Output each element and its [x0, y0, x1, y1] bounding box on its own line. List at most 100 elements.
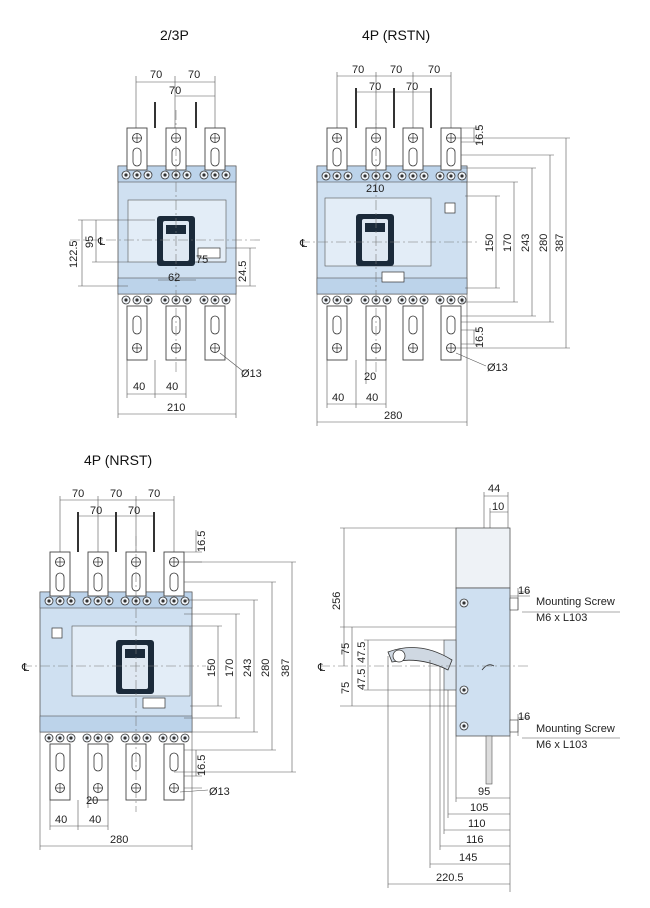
rotation-arrow [481, 664, 495, 671]
handle-logo [365, 223, 385, 232]
indicator-window [381, 271, 405, 283]
hole-label: Ø13 [241, 368, 262, 380]
hole-leader [219, 352, 245, 373]
centerline-symbol: ℄ [21, 662, 29, 674]
dim-label: 280 [110, 834, 128, 846]
dim-label: 20 [364, 371, 376, 383]
view-side: 44 10 ℄ 256 75 47.5 75 4 [317, 483, 620, 892]
dim-label: 243 [242, 659, 254, 677]
dim-label: 70 [188, 69, 200, 81]
hole-label: Ø13 [487, 362, 508, 374]
dim-label: 70 [369, 81, 381, 93]
centerline-symbol: ℄ [97, 236, 105, 248]
dim-label: 16.5 [474, 327, 486, 348]
dim-label: 256 [331, 592, 343, 610]
mounting-screw-bottom [509, 719, 519, 733]
view-title: 4P (NRST) [84, 452, 152, 468]
dim-label: 145 [459, 852, 477, 864]
dim-label: 243 [520, 234, 532, 252]
indicator-window [142, 697, 166, 709]
dim-label: 75 [196, 254, 208, 266]
view-4p-nrst: 4P (NRST) 70 70 70 70 70 [21, 452, 296, 850]
indicator-window [197, 247, 221, 259]
bottom-terminals [44, 733, 190, 801]
dim-label: 16.5 [196, 531, 208, 552]
dim-label: 16 [518, 711, 530, 723]
dim-label: 70 [406, 81, 418, 93]
dim-label: 40 [332, 392, 344, 404]
hole-label: Ø13 [209, 786, 230, 798]
dim-label: 387 [280, 659, 292, 677]
dim-label: 16.5 [196, 755, 208, 776]
dim-label: 75 [340, 682, 352, 694]
dim-label: 70 [72, 488, 84, 500]
dim-label: 16 [518, 585, 530, 597]
dim-label: 16.5 [474, 125, 486, 146]
top-terminals [44, 551, 190, 606]
dim-label: 40 [366, 392, 378, 404]
top-terminal-cover [455, 527, 511, 589]
dim-label: 10 [492, 501, 504, 513]
screw-label: Mounting Screw [536, 596, 615, 608]
dimension-lines [174, 530, 296, 789]
dim-label: 70 [169, 85, 181, 97]
screw-size: M6 x L103 [536, 612, 587, 624]
dim-label: 220.5 [436, 872, 464, 884]
dim-label: 387 [554, 234, 566, 252]
accessory-mark [51, 627, 63, 639]
screw-size: M6 x L103 [536, 739, 587, 751]
centerline-symbol: ℄ [299, 238, 307, 250]
handle-logo [125, 649, 145, 658]
dim-label: 40 [133, 381, 145, 393]
view-2-3p: 2/3P 70 70 70 [68, 27, 262, 418]
dim-label: 70 [110, 488, 122, 500]
dim-label: 150 [206, 659, 218, 677]
dimension-lines [510, 588, 620, 739]
dim-label: 24.5 [237, 261, 249, 282]
bottom-terminals [321, 295, 467, 361]
dim-label: 110 [468, 818, 486, 830]
dim-label: 116 [466, 834, 484, 846]
dimension-lines [316, 294, 468, 426]
dim-label: 40 [89, 814, 101, 826]
dim-label: 40 [55, 814, 67, 826]
dim-label: 95 [84, 236, 96, 248]
dimension-lines [135, 76, 216, 128]
view-title: 2/3P [160, 27, 189, 43]
dim-label: 170 [502, 234, 514, 252]
accessory-mark [444, 202, 456, 214]
centerline-symbol: ℄ [317, 662, 325, 674]
dimension-lines [39, 732, 193, 850]
hole-leader [455, 352, 487, 367]
dim-label: 70 [352, 64, 364, 76]
dim-label: 70 [128, 505, 140, 517]
dim-label: 210 [366, 183, 384, 195]
side-body [455, 587, 511, 737]
dim-label: 40 [166, 381, 178, 393]
screw-label: Mounting Screw [536, 723, 615, 735]
dimension-lines [387, 656, 511, 892]
dimension-lines [340, 527, 456, 707]
dim-label: 20 [86, 795, 98, 807]
dim-label: 44 [488, 483, 500, 495]
dimension-lines [78, 219, 256, 287]
dim-label: 70 [390, 64, 402, 76]
dimension-lines [451, 127, 570, 349]
dim-label: 122.5 [68, 240, 80, 268]
dim-label: 70 [148, 488, 160, 500]
view-title: 4P (RSTN) [362, 27, 430, 43]
dim-label: 95 [478, 786, 490, 798]
dim-label: 280 [260, 659, 272, 677]
terminal-strip-bottom [39, 715, 193, 733]
dim-label: 105 [470, 802, 488, 814]
handle-pivot [392, 649, 406, 663]
dim-label: 170 [224, 659, 236, 677]
terminal-strip-top [316, 165, 468, 183]
dim-label: 70 [428, 64, 440, 76]
dim-label: 150 [484, 234, 496, 252]
dim-label: 70 [90, 505, 102, 517]
bottom-stud [485, 735, 493, 785]
dim-label: 280 [384, 410, 402, 422]
mounting-screw-top [509, 597, 519, 611]
